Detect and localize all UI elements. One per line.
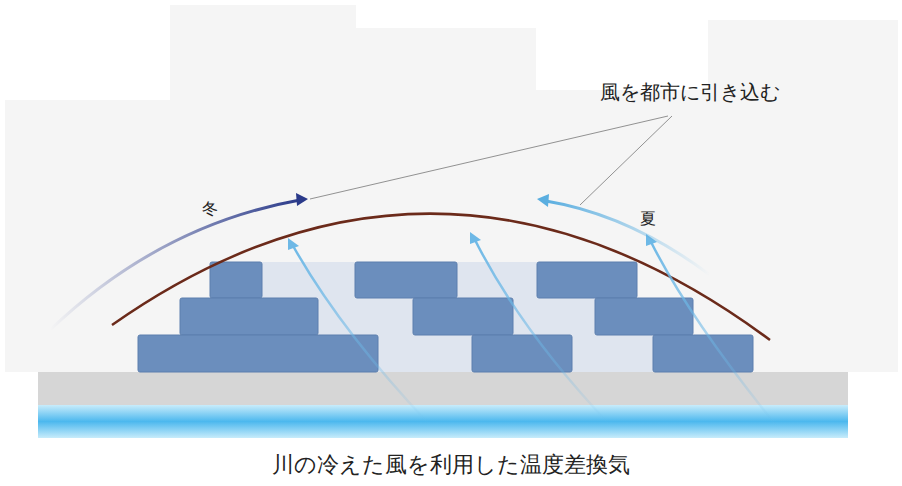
rising-river-wind	[292, 238, 780, 430]
season-label: 冬	[202, 199, 218, 218]
ground-band	[38, 372, 848, 405]
caption: 川の冷えた風を利用した温度差換気	[272, 452, 630, 478]
summer-arrow	[546, 201, 710, 275]
river-band	[38, 405, 848, 438]
winter-arrow	[50, 200, 300, 330]
stepped-buildings	[138, 262, 753, 372]
background-buildings	[5, 5, 898, 372]
season-label: 夏	[640, 209, 656, 228]
leader-lines	[310, 116, 672, 205]
winter-arrowhead	[296, 193, 308, 206]
callout-label: 風を都市に引き込む	[600, 80, 780, 104]
rising-arrowheads	[288, 232, 657, 250]
summer-arrowhead	[537, 194, 549, 207]
